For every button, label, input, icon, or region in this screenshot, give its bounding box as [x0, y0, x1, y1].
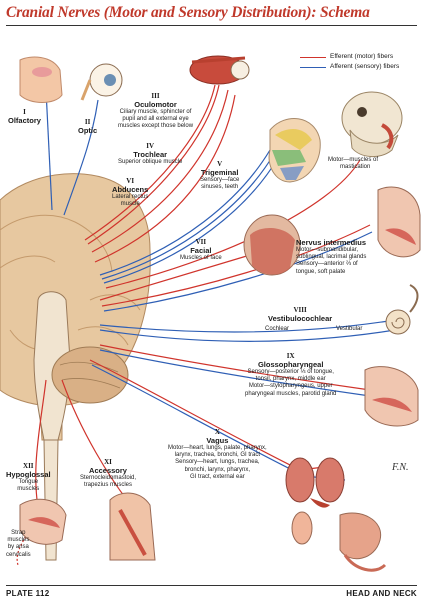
eye-muscles-illustration: [189, 55, 250, 85]
skull-illustration: [341, 91, 403, 157]
facial-muscles-illustration: [243, 214, 301, 276]
footer-rule: [6, 585, 417, 586]
legend-efferent: Efferent (motor) fibers: [300, 52, 399, 62]
afferent-swatch: [300, 66, 326, 68]
label-olfactory: I Olfactory: [8, 108, 41, 125]
legend-afferent: Afferent (sensory) fibers: [300, 62, 399, 72]
label-cochlear: Cochlear: [265, 326, 290, 332]
nerve-pathways: [16, 84, 396, 566]
cochlea-illustration: [385, 284, 419, 335]
page-title: Cranial Nerves (Motor and Sensory Distri…: [6, 4, 370, 21]
nose-illustration: [19, 56, 63, 103]
trigeminal-face-illustration: [268, 118, 321, 183]
efferent-swatch: [300, 56, 326, 58]
plate-number: PLATE 112: [6, 589, 50, 598]
label-nervus-intermedius: Nervus intermedius Motor—submandibular, …: [296, 238, 367, 275]
section-name: HEAD AND NECK: [346, 589, 417, 598]
label-facial: VII Facial Muscles of face: [180, 238, 222, 261]
label-trigeminal: V Trigeminal Sensory—face sinuses, teeth: [200, 160, 240, 191]
label-glossopharyngeal: IX Glossopharyngeal Sensory—posterior ⅓ …: [245, 352, 337, 397]
neck-illustration: [109, 492, 156, 561]
label-vagus: X Vagus Motor—heart, lungs, palate, phar…: [168, 428, 267, 480]
label-optic: II Optic: [78, 118, 98, 135]
label-trochlear: IV Trochlear Superior oblique muscle: [118, 142, 183, 165]
legend: Efferent (motor) fibers Afferent (sensor…: [300, 52, 399, 72]
oral-cavity-illustration: [377, 186, 421, 258]
artist-signature: F.N.: [391, 462, 409, 473]
label-oculomotor: III Oculomotor Ciliary muscle, sphincter…: [118, 92, 194, 130]
label-vestibular: Vestibular: [336, 326, 363, 332]
pharynx-illustration: [364, 366, 419, 427]
label-vestibulocochlear: VIII Vestibulocochlear: [268, 306, 333, 323]
label-mastication: Motor—muscles of mastication: [328, 157, 379, 171]
label-abducens: VI Abducens Lateral rectus muscle: [112, 177, 149, 208]
label-hypoglossal: XII Hypoglossal Tongue muscles: [6, 462, 51, 493]
label-strap-muscles: Strap muscles by ansa cervicalis: [6, 530, 31, 558]
header-rule: [6, 25, 417, 26]
eye-illustration: [80, 63, 123, 101]
vagus-organs-illustration: [285, 457, 387, 572]
brain-illustration: [0, 173, 151, 561]
label-accessory: XI Accessory Sternocleidomastoid, trapez…: [80, 458, 137, 489]
tongue-illustration: [19, 498, 67, 545]
